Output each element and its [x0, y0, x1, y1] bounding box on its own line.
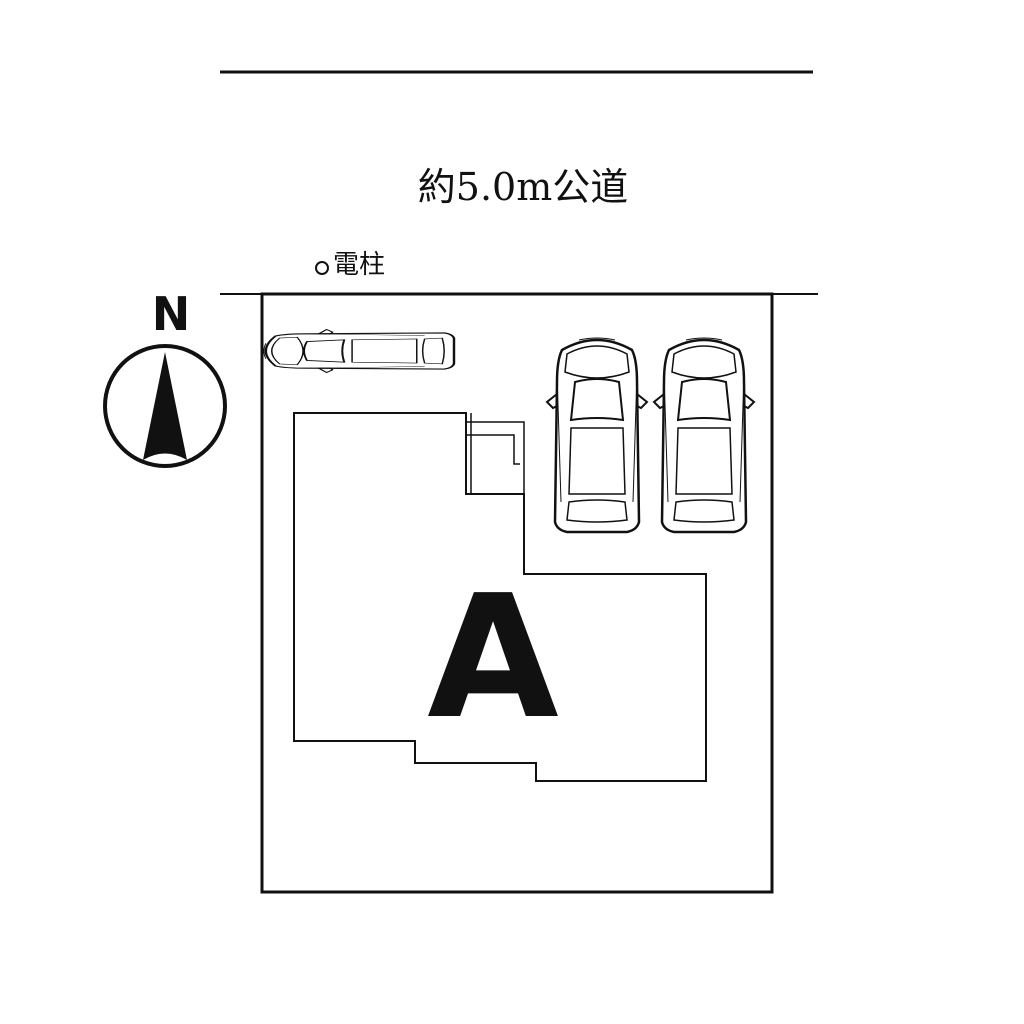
parked-car: [652, 336, 756, 534]
north-arrow-icon: [143, 352, 187, 460]
road-label: 約5.0m公道: [418, 165, 628, 209]
entrance-step: [466, 421, 525, 494]
lot-label: A: [427, 559, 559, 757]
building-outline: [293, 412, 707, 782]
entrance-step: [466, 434, 520, 465]
parked-car: [545, 336, 649, 534]
utility-pole-label: 電柱: [333, 250, 385, 280]
compass: N: [103, 287, 227, 468]
north-label: N: [152, 287, 191, 341]
entrance-steps: [466, 413, 525, 494]
utility-pole-icon: [315, 261, 329, 275]
parked-car: [262, 328, 456, 374]
lot-boundary: [260, 292, 774, 894]
